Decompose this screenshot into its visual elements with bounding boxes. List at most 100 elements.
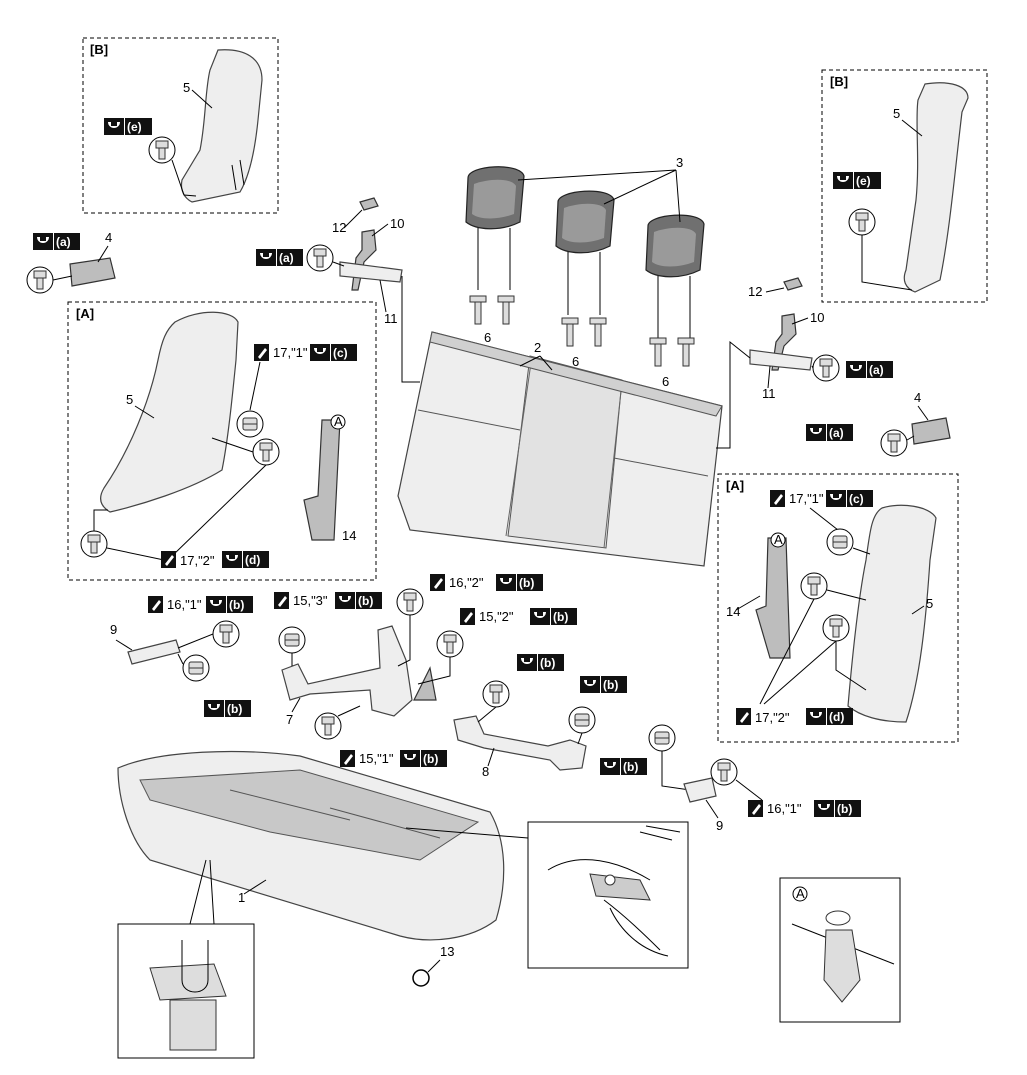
section-a-box-right [717,473,959,743]
callout-5: 5 [893,106,900,121]
pencil-icon [148,596,163,613]
pencil-icon [748,800,763,817]
nut-icon [278,626,306,654]
callout-8: 8 [482,764,489,779]
torque-c: (c) [333,346,348,360]
section-a-box-left [67,301,377,581]
wrench-icon [256,249,276,266]
section-b-label-left: [B] [90,42,108,57]
callout-7: 7 [286,712,293,727]
bolt-icon [306,244,334,272]
callout-5: 5 [126,392,133,407]
note-17-2-right: 17,"2" [755,710,790,725]
note-15-2: 15,"2" [479,609,514,624]
callout-9: 9 [716,818,723,833]
bolt-icon [396,588,424,616]
section-a-label-left: [A] [76,306,94,321]
pencil-icon [430,574,445,591]
ring-13 [412,969,430,987]
torque-d: (d) [829,710,844,724]
wrench-icon [222,551,242,568]
torque-b: (b) [623,760,638,774]
wrench-icon [833,172,853,189]
callout-5: 5 [183,80,190,95]
headrest-guide-set-1 [469,295,515,325]
torque-e: (e) [856,174,871,188]
torque-b: (b) [553,610,568,624]
section-a-label-right: [A] [726,478,744,493]
hinge-bracket-10-left [351,229,377,291]
wrench-icon [496,574,516,591]
wrench-icon [204,700,224,717]
side-bolster-b-right [903,82,969,293]
hinge-plate-11-right [749,349,813,371]
bracket-9-left [127,639,181,665]
callout-11: 11 [762,386,776,401]
clip-part-12-left [359,197,379,211]
bolt-icon [436,630,464,658]
pencil-icon [770,490,785,507]
clip-ref-label: A [774,532,783,547]
note-17-2-left: 17,"2" [180,553,215,568]
wrench-icon [846,361,866,378]
torque-b: (b) [358,594,373,608]
seat-back [397,331,723,567]
bolt-icon [482,680,510,708]
pencil-icon [736,708,751,725]
torque-a: (a) [829,426,844,440]
bolt-icon [800,572,828,600]
torque-a: (a) [56,235,71,249]
hinge-plate-11-left [339,261,403,283]
torque-c: (c) [849,492,864,506]
section-b-label-right: [B] [830,74,848,89]
wrench-icon [580,676,600,693]
headrest-center [555,190,615,315]
pencil-icon [161,551,176,568]
callout-4: 4 [914,390,921,405]
torque-b: (b) [229,598,244,612]
clip-ref-label: A [334,414,343,429]
torque-a: (a) [869,363,884,377]
wrench-icon [600,758,620,775]
wrench-icon [530,608,550,625]
callout-2: 2 [534,340,541,355]
bolt-icon [212,620,240,648]
callout-6: 6 [484,330,491,345]
seat-cushion [117,750,505,941]
wrench-icon [806,708,826,725]
hook-part-4-right [911,417,951,445]
wrench-icon [206,596,226,613]
bolt-icon [822,614,850,642]
callout-9: 9 [110,622,117,637]
wrench-icon [335,592,355,609]
torque-d: (d) [245,553,260,567]
section-b-box-right [821,69,988,303]
callout-12: 12 [748,284,762,299]
wrench-icon [310,344,330,361]
hook-part-4-left [69,257,116,287]
wrench-icon [104,118,124,135]
bolt-icon [812,354,840,382]
clip-14-left [303,419,341,541]
callout-13: 13 [440,944,454,959]
clip-14-right [755,537,791,659]
bolt-icon [26,266,54,294]
bolt-icon [148,136,176,164]
pencil-icon [254,344,269,361]
bracket-9-right [683,777,717,803]
note-15-3: 15,"3" [293,593,328,608]
torque-b: (b) [540,656,555,670]
callout-3: 3 [676,155,683,170]
callout-14: 14 [342,528,356,543]
side-bolster-a-left [100,311,239,513]
bolt-icon [710,758,738,786]
headrest-guide-set-3 [649,337,695,367]
clip-part-12-right [783,277,803,291]
pencil-icon [340,750,355,767]
section-b-box-left [82,37,279,214]
callout-10: 10 [810,310,824,325]
seat-bracket-8 [453,715,587,771]
torque-b: (b) [423,752,438,766]
torque-b: (b) [227,702,242,716]
callout-10: 10 [390,216,404,231]
